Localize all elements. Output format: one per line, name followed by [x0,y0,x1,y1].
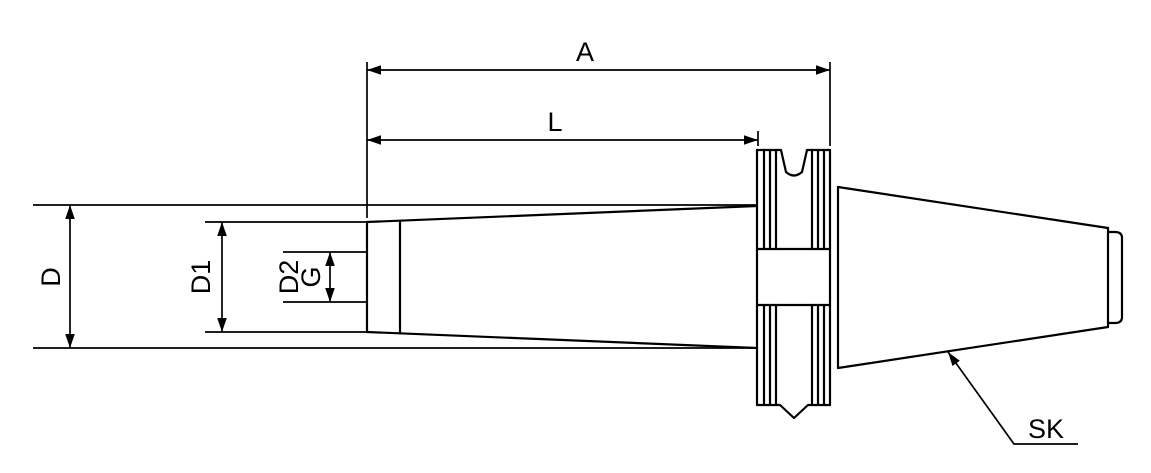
taper-cone [836,185,1124,370]
dimension-a: A [366,37,831,218]
arrowhead-top [217,222,227,236]
arrowhead-bottom [217,318,227,332]
v-flange [755,148,832,420]
dimension-label-g: G [296,266,326,287]
arrowhead-left [367,65,381,75]
arrowhead-top [65,205,75,219]
arrowhead-left [367,135,381,145]
cone-bottom-edge [836,325,1110,370]
body-top-edge [365,204,759,224]
dimension-label-d1: D1 [186,260,216,295]
arrowhead-top [325,252,335,266]
dimension-label-a: A [576,37,594,67]
arrowhead-leader [948,352,960,366]
leader-sk: SK [947,351,1078,445]
cone-tip-cap [1106,230,1124,325]
arrowhead-right [816,65,830,75]
leader-line [947,351,1078,445]
arrowhead-bottom [65,334,75,348]
cone-top-edge [836,185,1110,230]
shank-body [365,204,759,350]
dimension-label-d2: D2 [274,260,304,295]
dimension-label-d: D [36,267,66,287]
dimension-d: D [33,204,757,349]
dimension-d2-g: D2 G [274,251,367,303]
dimension-label-l: L [547,107,562,137]
arrowhead-bottom [325,288,335,302]
taper-label-sk: SK [1028,414,1064,444]
arrowhead-right [744,135,758,145]
body-bottom-edge [365,330,759,350]
flange-bottom-edge-with-notch [755,403,832,420]
part-outline [365,148,1124,420]
dimension-d1: D1 [186,221,367,333]
dimension-l: L [367,107,759,146]
flange-top-edge-with-groove [755,148,832,177]
